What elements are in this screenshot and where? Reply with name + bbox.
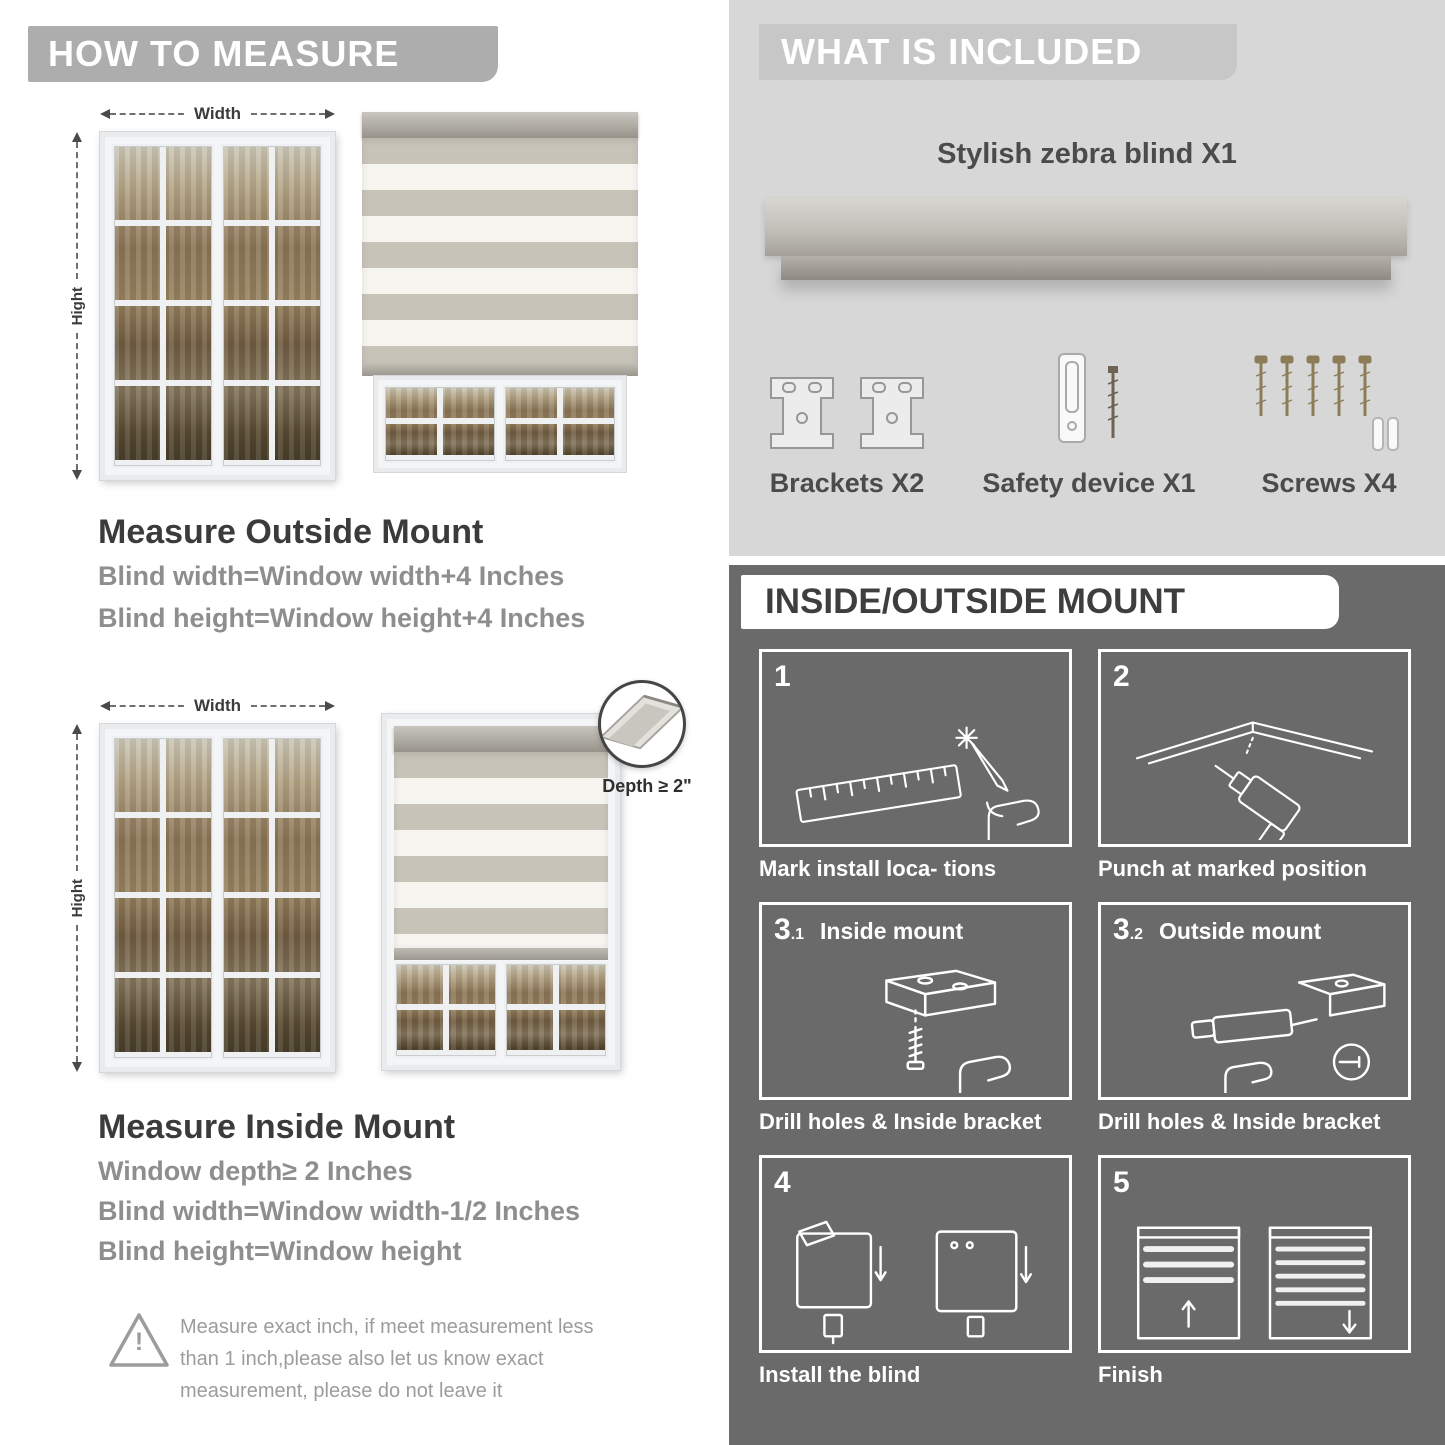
- width-arrow: Width: [100, 696, 335, 716]
- arrowhead-up-icon: [72, 724, 82, 734]
- window-sash: [112, 144, 214, 468]
- screws-icon: [1254, 355, 1399, 451]
- safety-device-icon: [1057, 353, 1119, 443]
- inside-mount-heading: Measure Inside Mount: [98, 1108, 456, 1146]
- arrowhead-up-icon: [72, 132, 82, 142]
- width-arrow: Width: [100, 104, 335, 124]
- blind-stripes: [394, 752, 608, 948]
- outside-height-formula: Blind height=Window height+4 Inches: [98, 603, 586, 633]
- safety-device-label: Safety device X1: [982, 468, 1196, 498]
- inside-height-formula: Blind height=Window height: [98, 1236, 462, 1266]
- included-item-brackets: Brackets X2: [763, 326, 931, 499]
- right-column: WHAT IS INCLUDED Stylish zebra blind X1: [722, 0, 1445, 1445]
- warning-triangle-icon: !: [106, 1310, 172, 1370]
- mount-steps-grid: 1: [759, 649, 1411, 1388]
- arrowhead-right-icon: [325, 701, 335, 711]
- inside-mount-blind-illustration: [382, 714, 620, 1070]
- height-label: Hight: [68, 878, 86, 918]
- depth-callout: Depth ≥ 2": [602, 776, 692, 796]
- outside-mount-header: Outside mount: [1159, 918, 1322, 944]
- blind-headrail: [394, 726, 608, 752]
- blind-bottomrail: [362, 364, 638, 376]
- height-label: Hight: [68, 286, 86, 326]
- measure-note-line2: than 1 inch,please also let us know exac…: [180, 1348, 544, 1370]
- included-item-safety-device: Safety device X1: [982, 326, 1196, 499]
- blind-headrail: [362, 112, 638, 138]
- what-is-included-section: WHAT IS INCLUDED Stylish zebra blind X1: [729, 0, 1445, 556]
- punch-position-illustration: [1135, 721, 1374, 840]
- mark-location-illustration: [795, 726, 1040, 840]
- arrowhead-right-icon: [325, 109, 335, 119]
- blind-headrail-illustration: [765, 198, 1407, 256]
- mount-step-3-2: 3 .2 Outside mount: [1098, 902, 1411, 1135]
- window-illustration: [100, 724, 335, 1072]
- blind-stripes: [362, 138, 638, 364]
- bracket-icon: [770, 377, 834, 449]
- arrowhead-left-icon: [100, 109, 110, 119]
- zebra-blind-label: Stylish zebra blind X1: [937, 138, 1237, 170]
- inside-depth-rule: Window depth≥ 2 Inches: [98, 1156, 413, 1186]
- arrowhead-down-icon: [72, 1062, 82, 1073]
- height-arrow: Hight: [68, 724, 86, 1073]
- height-arrow: Hight: [68, 132, 86, 481]
- inside-bracket-illustration: [885, 969, 1012, 1093]
- step-number: 1: [774, 660, 791, 693]
- width-label: Width: [193, 104, 242, 123]
- screws-label: Screws X4: [1261, 468, 1397, 498]
- included-items-row: Brackets X2 Safety d: [763, 326, 1411, 499]
- outside-width-formula: Blind width=Window width+4 Inches: [98, 561, 565, 591]
- bracket-icon: [860, 377, 924, 449]
- arrowhead-left-icon: [100, 701, 110, 711]
- mount-step-2: 2: [1098, 649, 1411, 882]
- inside-width-formula: Blind width=Window width-1/2 Inches: [98, 1196, 581, 1226]
- outside-mount-figure: Width Hight: [60, 96, 660, 496]
- mount-instructions-section: INSIDE/OUTSIDE MOUNT 1: [729, 565, 1445, 1445]
- window-sash: [221, 144, 323, 468]
- step-caption: Mark install loca- tions: [759, 856, 997, 881]
- mount-step-4: 4: [759, 1155, 1072, 1388]
- included-item-screws: Screws X4: [1247, 326, 1411, 499]
- install-blind-illustration: [796, 1220, 1033, 1345]
- window-corner-detail: [601, 694, 683, 750]
- measure-note-line3: measurement, please do not leave it: [180, 1380, 503, 1402]
- outside-bracket-illustration: [1190, 973, 1386, 1093]
- brackets-label: Brackets X2: [769, 468, 925, 498]
- window-below-blind: [374, 376, 626, 472]
- depth-detail-magnifier-icon: [598, 680, 686, 768]
- arrowhead-down-icon: [72, 470, 82, 481]
- mount-step-1: 1: [759, 649, 1072, 882]
- finish-illustration: [1136, 1226, 1373, 1340]
- what-is-included-banner: WHAT IS INCLUDED: [759, 24, 1237, 80]
- inside-mount-figure: Width Hight: [60, 680, 715, 1098]
- inside-mount-header: Inside mount: [820, 918, 964, 944]
- exclamation-mark: !: [134, 1328, 144, 1356]
- mount-section-banner: INSIDE/OUTSIDE MOUNT: [741, 575, 1339, 629]
- measure-note-line1: Measure exact inch, if meet measurement …: [180, 1316, 594, 1338]
- outside-mount-heading: Measure Outside Mount: [98, 513, 484, 551]
- blind-bottomrail: [394, 948, 608, 960]
- mount-step-3-1: 3 .1 Inside mount: [759, 902, 1072, 1135]
- how-to-measure-banner: HOW TO MEASURE: [28, 26, 498, 82]
- window-panes-below: [394, 962, 608, 1058]
- window-illustration: [100, 132, 335, 480]
- blind-fascia-illustration: [781, 256, 1391, 280]
- section-divider: [729, 556, 1445, 565]
- zebra-blind-illustration: [362, 112, 638, 472]
- width-label: Width: [193, 696, 242, 715]
- mount-step-5: 5: [1098, 1155, 1411, 1388]
- how-to-measure-section: HOW TO MEASURE Width Hight Measure Outsi: [0, 0, 722, 1445]
